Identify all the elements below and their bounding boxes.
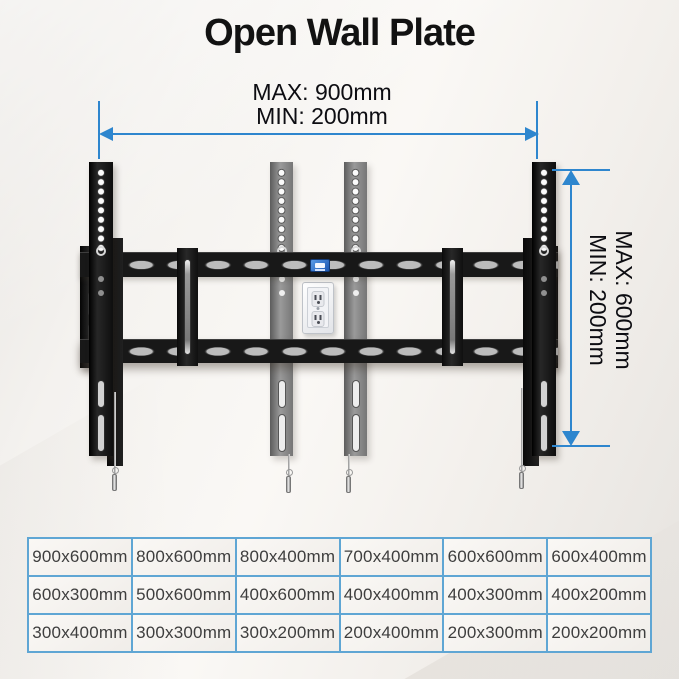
vesa-cell: 300x300mm [132,615,235,651]
vesa-cell: 400x400mm [340,577,443,613]
connector-slot [184,259,191,355]
tv-bracket-rail [344,162,367,456]
vesa-cell: 400x300mm [444,577,547,613]
pull-cord [288,454,290,476]
outlet-faceplate [307,287,329,328]
outlet-screw [316,307,320,310]
bracket-slot [351,414,360,452]
plate-connector [442,248,463,366]
bracket-slot [97,380,105,408]
arrowhead-down-icon [562,431,580,446]
vesa-cell: 600x400mm [548,539,650,575]
vesa-cell: 700x400mm [340,539,443,575]
vesa-hole-column [344,168,367,253]
cord-tip [519,465,526,489]
extension-tick-top [552,169,610,171]
vesa-cell: 900x600mm [29,539,131,575]
bracket-slot [97,414,105,452]
plate-connector [177,248,198,366]
vesa-cell: 500x600mm [132,577,235,613]
vesa-hole-column [532,168,556,253]
tv-bracket-rail [270,162,293,456]
brand-logo-icon [310,259,330,272]
vesa-cell: 600x300mm [29,577,131,613]
outlet-receptacle [311,291,325,307]
bracket-slot [540,414,548,452]
vertical-max-label: MAX: 600mm [611,230,637,370]
vertical-dimension-label: MAX: 600mm MIN: 200mm [585,225,637,375]
connector-slot [449,259,456,355]
vesa-cell: 800x400mm [236,539,339,575]
cord-tip [286,469,293,493]
outlet-receptacle [311,311,325,327]
vesa-size-table: 900x600mm 800x600mm 800x400mm 700x400mm … [27,537,652,653]
wall-plate-bottom-rail [80,339,558,363]
vesa-cell: 200x400mm [340,615,443,651]
vesa-cell: 200x300mm [444,615,547,651]
cord-tip [346,469,353,493]
mounting-hole-ring [539,246,549,256]
tv-bracket-rail [89,162,113,456]
bracket-slot [277,380,286,408]
pull-cord [348,454,350,476]
mounting-hole-ring [96,246,106,256]
vesa-cell: 400x200mm [548,577,650,613]
bracket-slot [277,414,286,452]
extension-tick-bottom [552,445,610,447]
horizontal-dimension-arrow [112,133,526,135]
pull-cord [521,388,523,472]
horizontal-max-label: MAX: 900mm [252,79,392,105]
vesa-hole-column [270,168,293,253]
vesa-cell: 300x400mm [29,615,131,651]
vertical-dimension-arrow [570,180,572,438]
arrowhead-right-icon [525,127,539,141]
vesa-cell: 600x600mm [444,539,547,575]
vesa-cell: 800x600mm [132,539,235,575]
vesa-cell: 400x600mm [236,577,339,613]
tv-bracket-rail [532,162,556,456]
arrowhead-up-icon [562,170,580,185]
pull-cord [114,392,116,474]
power-outlet [302,282,334,334]
bracket-slot [351,380,360,408]
vertical-min-label: MIN: 200mm [585,234,611,366]
page-title: Open Wall Plate [204,12,476,54]
horizontal-dimension-label: MAX: 900mm MIN: 200mm [162,80,482,128]
arrowhead-left-icon [99,127,113,141]
vesa-hole-column [89,168,113,253]
vesa-cell: 300x200mm [236,615,339,651]
bracket-slot [540,380,548,408]
horizontal-min-label: MIN: 200mm [256,103,388,129]
vesa-cell: 200x200mm [548,615,650,651]
cord-tip [112,467,119,491]
